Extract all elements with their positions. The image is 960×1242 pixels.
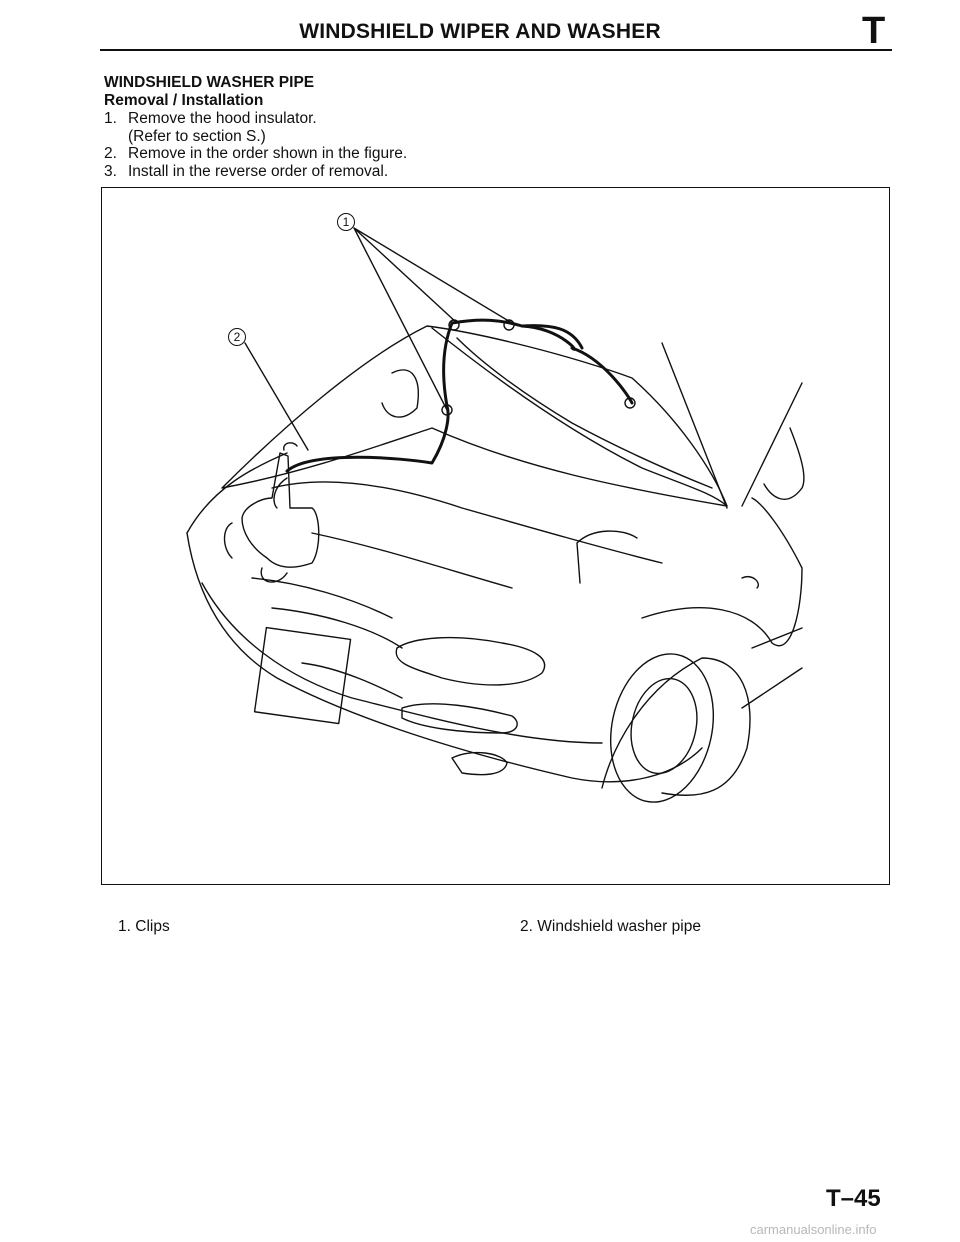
- legend-label: Windshield washer pipe: [537, 918, 701, 935]
- fender: [641, 497, 803, 647]
- legend-label: Clips: [135, 918, 170, 935]
- step-text: Remove the hood insulator.: [128, 110, 317, 127]
- clip-3: [441, 404, 453, 416]
- car-hood-illustration: [186, 227, 805, 803]
- step-number: 1.: [104, 110, 117, 127]
- header-rule: [100, 49, 892, 51]
- header-title: WINDSHIELD WIPER AND WASHER: [299, 20, 661, 43]
- callout-2-leader: [244, 342, 309, 451]
- engine-bay: [271, 481, 663, 589]
- legend-number: 2.: [520, 918, 533, 935]
- clip-2: [503, 319, 515, 331]
- step-1-note: (Refer to section S.): [104, 128, 407, 146]
- front-wheel: [609, 653, 715, 803]
- figure-frame: 1 2: [101, 187, 890, 885]
- license-plate: [253, 626, 352, 725]
- grille: [251, 577, 403, 699]
- step-number: 2.: [104, 145, 117, 162]
- section-subtitle: Removal / Installation: [104, 92, 264, 109]
- step-3: 3. Install in the reverse order of remov…: [104, 163, 407, 181]
- section-letter: T: [862, 10, 886, 52]
- section-title: WINDSHIELD WASHER PIPE: [104, 74, 315, 91]
- step-number: 3.: [104, 162, 117, 180]
- step-text: Remove in the order shown in the figure.: [128, 145, 408, 162]
- front-bumper: [186, 532, 703, 783]
- legend-item-2: 2. Windshield washer pipe: [520, 918, 701, 936]
- step-text: (Refer to section S.): [128, 127, 266, 145]
- step-text: Install in the reverse order of removal.: [128, 162, 389, 180]
- legend-number: 1.: [118, 918, 131, 935]
- clip-4: [624, 397, 636, 409]
- headlight: [395, 636, 546, 686]
- callout-1: 1: [337, 213, 355, 231]
- steps-list: 1. Remove the hood insulator. (Refer to …: [104, 110, 407, 180]
- callout-1-leader: [353, 227, 513, 411]
- hood-panel: [221, 325, 728, 507]
- callout-2: 2: [228, 328, 246, 346]
- page-number: T–45: [826, 1185, 881, 1212]
- washer-tank: [241, 452, 320, 568]
- clip-1: [448, 319, 460, 331]
- hood-strut: [661, 342, 803, 509]
- step-1: 1. Remove the hood insulator.: [104, 110, 407, 128]
- legend-item-1: 1. Clips: [118, 918, 170, 936]
- step-2: 2. Remove in the order shown in the figu…: [104, 145, 407, 163]
- watermark: carmanualsonline.info: [750, 1222, 877, 1237]
- washer-pipe: [285, 318, 634, 473]
